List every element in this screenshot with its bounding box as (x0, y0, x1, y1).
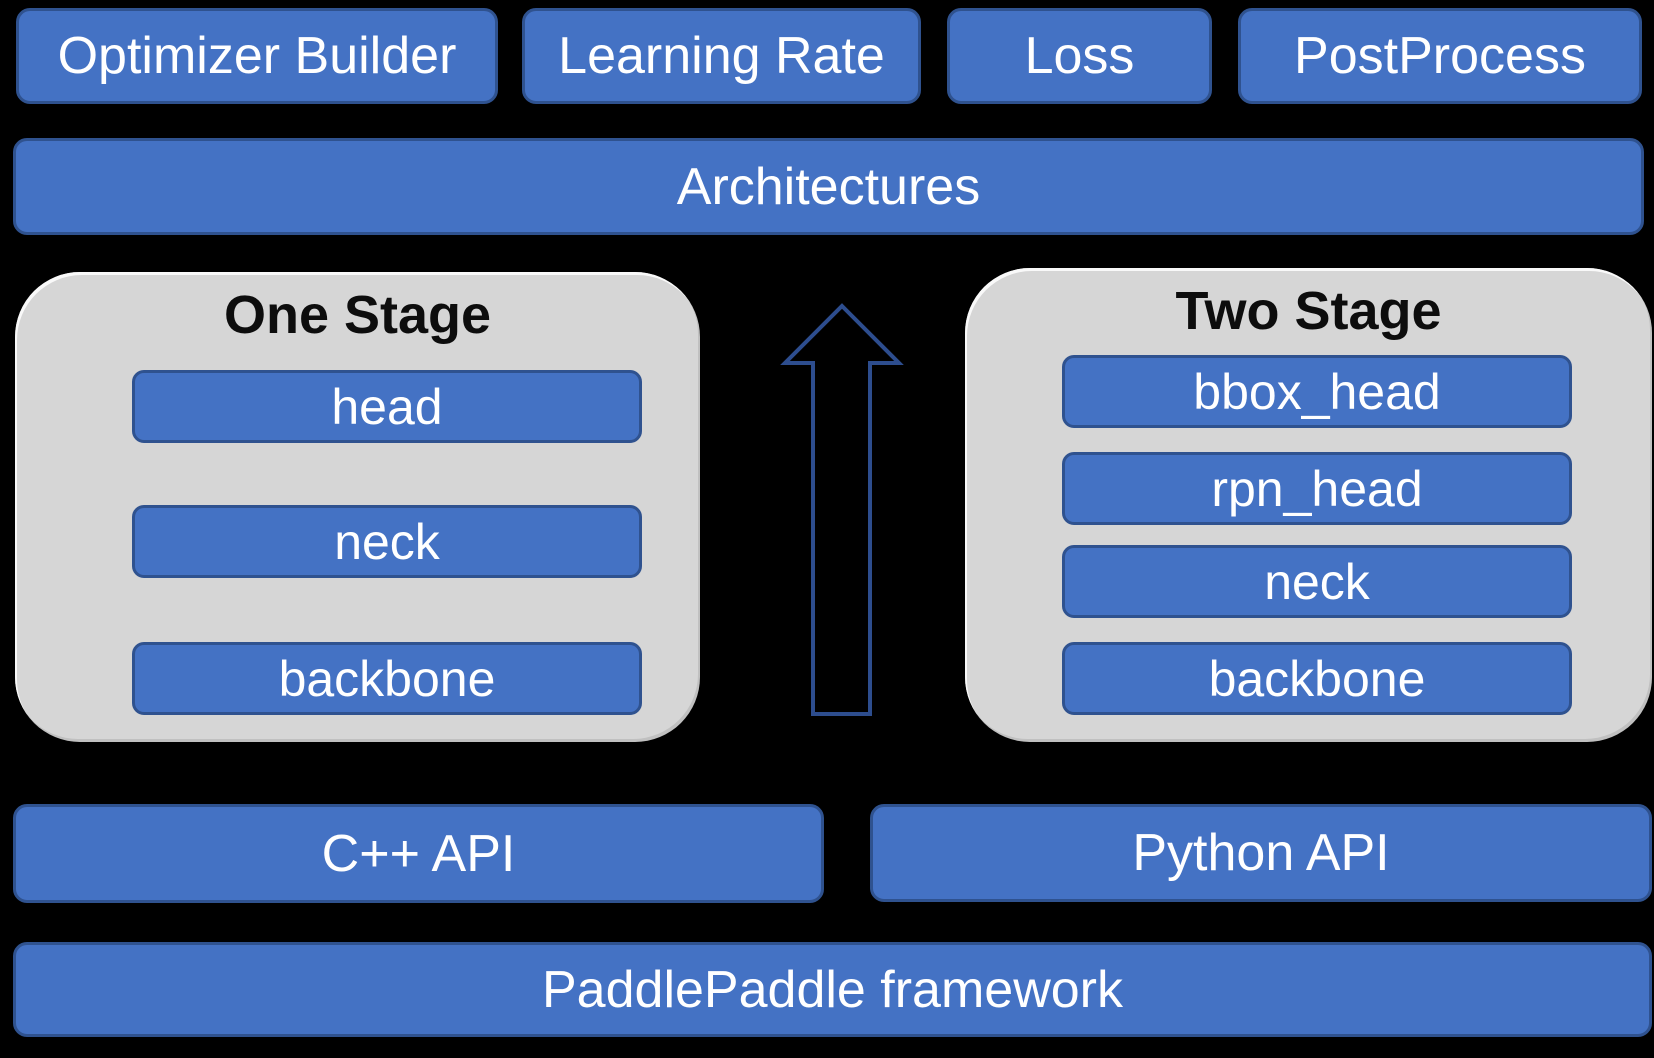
two-stage-layer-neck: neck (1062, 545, 1572, 618)
one-stage-layer-neck: neck (132, 505, 642, 578)
up-arrow-icon (780, 303, 904, 717)
block-python-api: Python API (870, 804, 1652, 902)
two-stage-container: Two Stage bbox_head rpn_head neck backbo… (965, 268, 1652, 742)
one-stage-layer-backbone: backbone (132, 642, 642, 715)
two-stage-layer-rpn-head: rpn_head (1062, 452, 1572, 525)
one-stage-title: One Stage (223, 285, 492, 345)
two-stage-title: Two Stage (1175, 281, 1442, 341)
block-architectures: Architectures (13, 138, 1644, 235)
one-stage-layer-head: head (132, 370, 642, 443)
block-loss: Loss (947, 8, 1212, 104)
block-postprocess: PostProcess (1238, 8, 1642, 104)
block-paddlepaddle-framework: PaddlePaddle framework (13, 942, 1652, 1037)
two-stage-layer-backbone: backbone (1062, 642, 1572, 715)
block-cpp-api: C++ API (13, 804, 824, 903)
two-stage-layer-bbox-head: bbox_head (1062, 355, 1572, 428)
block-optimizer-builder: Optimizer Builder (16, 8, 498, 104)
one-stage-container: One Stage head neck backbone (15, 272, 700, 742)
block-learning-rate: Learning Rate (522, 8, 921, 104)
